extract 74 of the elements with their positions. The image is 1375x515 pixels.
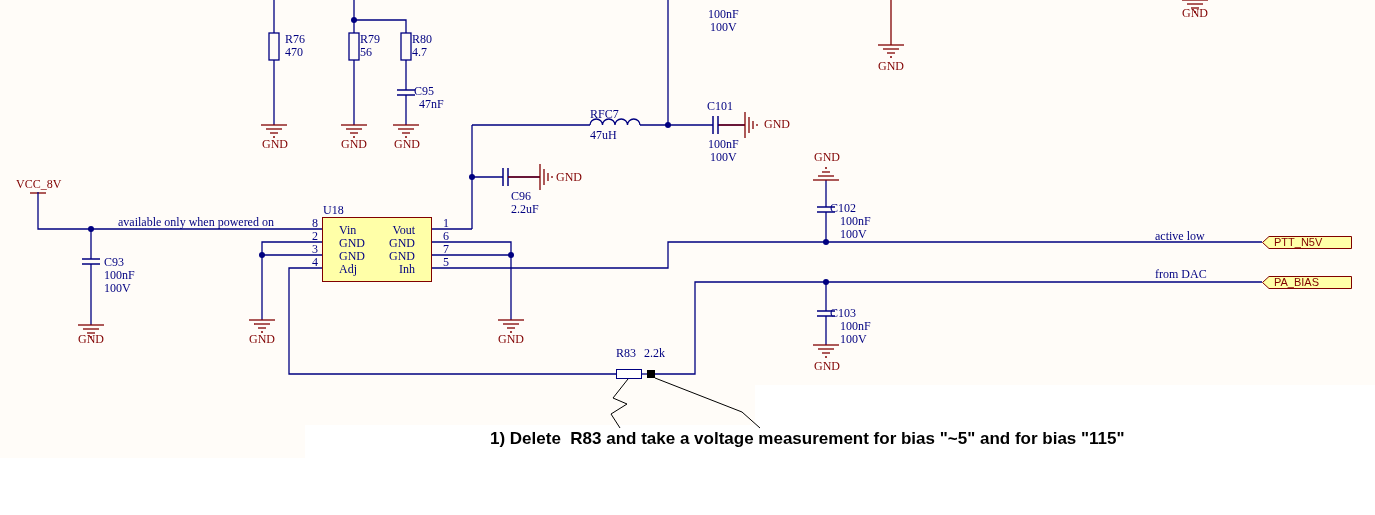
component-label: C93 [104,256,124,269]
pin-number: 1 [443,217,449,230]
pin-label: GND [339,237,365,250]
wire [37,191,323,230]
pin-number: 5 [443,256,449,269]
component-label: U18 [323,204,344,217]
pin-label: Vin [339,224,357,237]
ground-label: GND [814,360,840,373]
wire [641,373,648,375]
net-port-flag [1262,236,1352,249]
pin-label: GND [389,237,415,250]
net-port-flag [1262,276,1352,289]
value-label: 47uH [590,129,617,142]
ground-label: GND [78,333,104,346]
ground-label: GND [1182,7,1208,20]
value-label: 100V [104,282,131,295]
ground-label: GND [764,118,790,131]
leader-line [654,377,761,429]
port-name: PTT_N5V [1274,236,1323,249]
power-net-label: VCC_8V [16,178,62,191]
test-point-marker [647,370,655,378]
ground-label: GND [249,333,275,346]
value-label: 56 [360,46,372,59]
ground-label: GND [498,333,524,346]
resistor-symbol [616,369,642,379]
note-text: 1) Delete R83 and take a voltage measurement for bias "~5" and for bias "115" [490,428,1126,450]
component-label: C102 [830,202,856,215]
pin-label: Adj [339,263,357,276]
value-label: 2.2k [644,347,665,360]
component-label: C95 [414,85,434,98]
ground-label: GND [394,138,420,151]
ground-label: GND [341,138,367,151]
pin-label: Vout [392,224,415,237]
value-label: 2.2uF [511,203,539,216]
component-label: R80 [412,33,432,46]
value-label: 100nF [708,8,739,21]
pin-number: 3 [312,243,318,256]
pin-label: GND [389,250,415,263]
edge-label: active low [1155,230,1205,243]
port-name: PA_BIAS [1274,276,1320,289]
component-label: R79 [360,33,380,46]
value-label: 100nF [708,138,739,151]
edge-label: available only when powered on [118,216,274,229]
value-label: 100V [840,228,867,241]
ground-label: GND [878,60,904,73]
pin-number: 7 [443,243,449,256]
component-label: RFC7 [590,108,619,121]
wire [654,281,1263,375]
component-label: R83 [616,347,636,360]
pin-label: Inh [399,263,415,276]
value-label: 470 [285,46,303,59]
component-label: R76 [285,33,305,46]
component-label: C96 [511,190,531,203]
value-label: 47nF [419,98,444,111]
leader-line [610,378,629,429]
pin-number: 8 [312,217,318,230]
pin-number: 6 [443,230,449,243]
edge-label: from DAC [1155,268,1207,281]
value-label: 100nF [840,320,871,333]
ground-label: GND [814,151,840,164]
pin-number: 4 [312,256,318,269]
ground-label: GND [262,138,288,151]
value-label: 100nF [104,269,135,282]
component-label: C101 [707,100,733,113]
value-label: 100V [710,151,737,164]
value-label: 100nF [840,215,871,228]
value-label: 100V [840,333,867,346]
pin-number: 2 [312,230,318,243]
wire [431,241,1263,269]
value-label: 4.7 [412,46,427,59]
ground-label: GND [556,171,582,184]
wire [288,267,617,375]
value-label: 100V [710,21,737,34]
pin-label: GND [339,250,365,263]
